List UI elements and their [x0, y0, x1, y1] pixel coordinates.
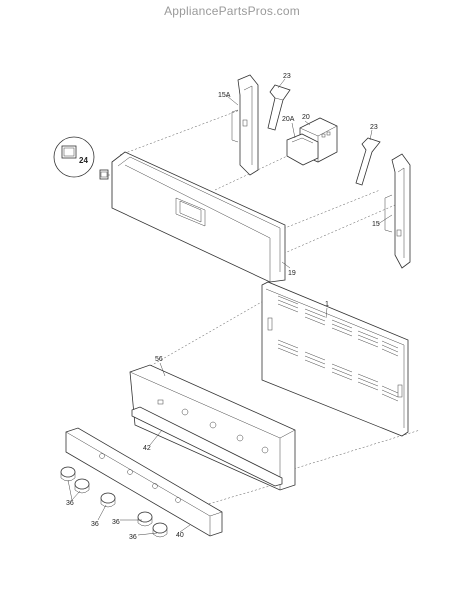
part-19-control-panel [111, 151, 286, 283]
label-23-right: 23 [370, 124, 378, 131]
part-15a-end-bracket [231, 74, 259, 176]
part-36-knobs [60, 466, 168, 538]
part-23-strap-right [355, 137, 381, 186]
part-15-end-bracket [384, 153, 411, 269]
label-40: 40 [176, 532, 184, 539]
part-24-switch [53, 136, 109, 180]
label-36-a: 36 [66, 500, 74, 507]
label-1: 1 [325, 301, 329, 308]
part-42-trim-strip [131, 406, 283, 487]
label-19: 19 [288, 270, 296, 277]
label-42: 42 [143, 445, 151, 452]
part-23-strap-upper [267, 84, 291, 131]
label-20: 20 [302, 114, 310, 121]
part-1-rear-panel [261, 281, 409, 437]
knob-1 [60, 466, 76, 482]
knob-5 [152, 522, 168, 538]
label-24: 24 [79, 156, 88, 165]
part-56-manifold-panel [129, 364, 296, 491]
part-40-front-panel [65, 427, 223, 537]
label-36-d: 36 [129, 534, 137, 541]
part-20a-overlay [286, 133, 319, 166]
label-36-c: 36 [112, 519, 120, 526]
label-15: 15 [372, 221, 380, 228]
part-labels: 15A 23 20 20A 23 24 15 19 1 56 42 36 36 … [66, 73, 380, 541]
label-15a: 15A [218, 92, 231, 99]
leader-lines [67, 78, 393, 536]
label-36-b: 36 [91, 521, 99, 528]
site-watermark: AppliancePartsPros.com [164, 4, 300, 18]
label-56: 56 [155, 356, 163, 363]
knob-4 [137, 511, 153, 527]
knob-3 [100, 492, 116, 508]
label-23-upper: 23 [283, 73, 291, 80]
knob-2 [74, 478, 90, 494]
label-20a: 20A [282, 116, 295, 123]
